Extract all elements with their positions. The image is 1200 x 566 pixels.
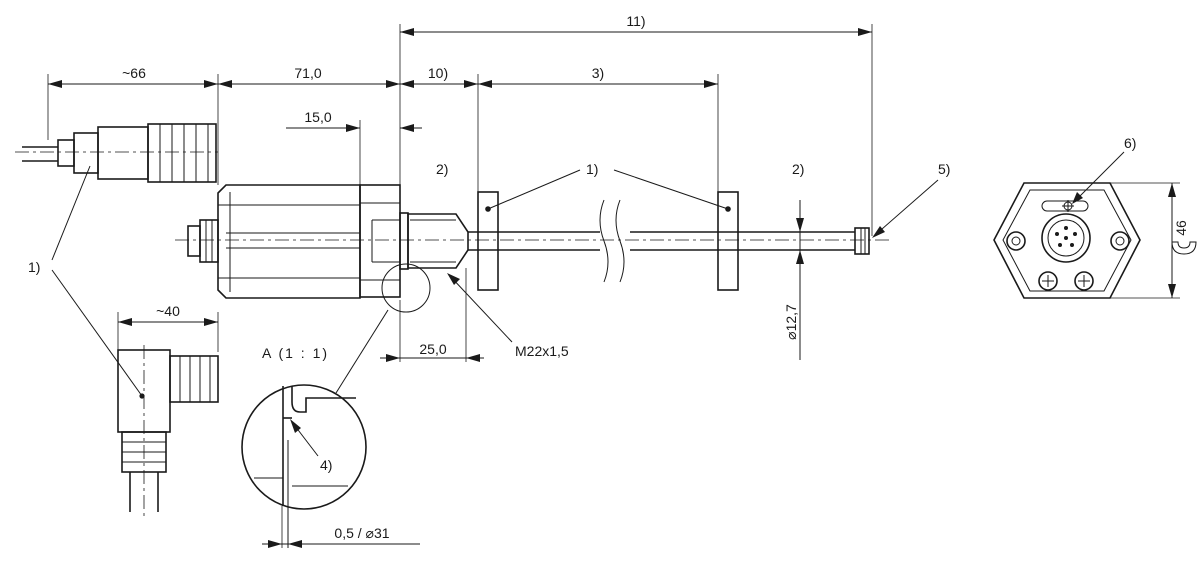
detail-a [241,309,389,548]
callout-zone-after: 2) [792,161,804,177]
detail-a-marker [381,263,431,313]
leader-lines [51,151,1125,457]
callout-rod-end: 5) [938,161,950,177]
callout-zone-before: 2) [436,161,448,177]
dim-connector-angled-label: ~40 [156,303,180,319]
dim-dead-zone-label: 10) [428,65,448,81]
wrench-icon [1171,241,1197,255]
detail-a-title: A (1 : 1) [262,345,329,361]
labels: 11) ~66 71,0 10) 3) 15,0 ~40 25,0 M22x1,… [28,13,1197,541]
dim-connector-straight-label: ~66 [122,65,146,81]
sensor-housing [175,184,890,313]
dim-flange-label: 15,0 [304,109,331,125]
seal-groove-label: 0,5 / ⌀31 [334,525,389,541]
straight-connector [15,123,218,183]
hex-housing [993,182,1141,299]
led-window [1041,200,1089,212]
dim-thread-length-label: 25,0 [419,341,446,357]
end-view [993,182,1141,299]
extension-lines [47,24,1180,362]
callout-o-ring: 4) [320,457,332,473]
dimension-lines [48,28,1176,548]
callout-connector: 1) [28,259,40,275]
callout-led: 6) [1124,135,1136,151]
dim-overall-label: 11) [626,13,645,29]
detail-a-circle [241,384,367,510]
dim-housing-label: 71,0 [294,65,321,81]
rod-diameter-label: ⌀12,7 [783,304,799,340]
position-magnet-1 [477,191,499,291]
angled-connector [117,345,219,520]
callout-magnet-1: 1) [586,161,598,177]
position-magnet-2 [717,191,739,291]
dim-measuring-range-label: 3) [592,65,604,81]
measuring-rod [468,191,870,291]
wrench-size-label: 46 [1173,220,1189,236]
socket [1041,213,1091,263]
thread-label: M22x1,5 [515,343,569,359]
